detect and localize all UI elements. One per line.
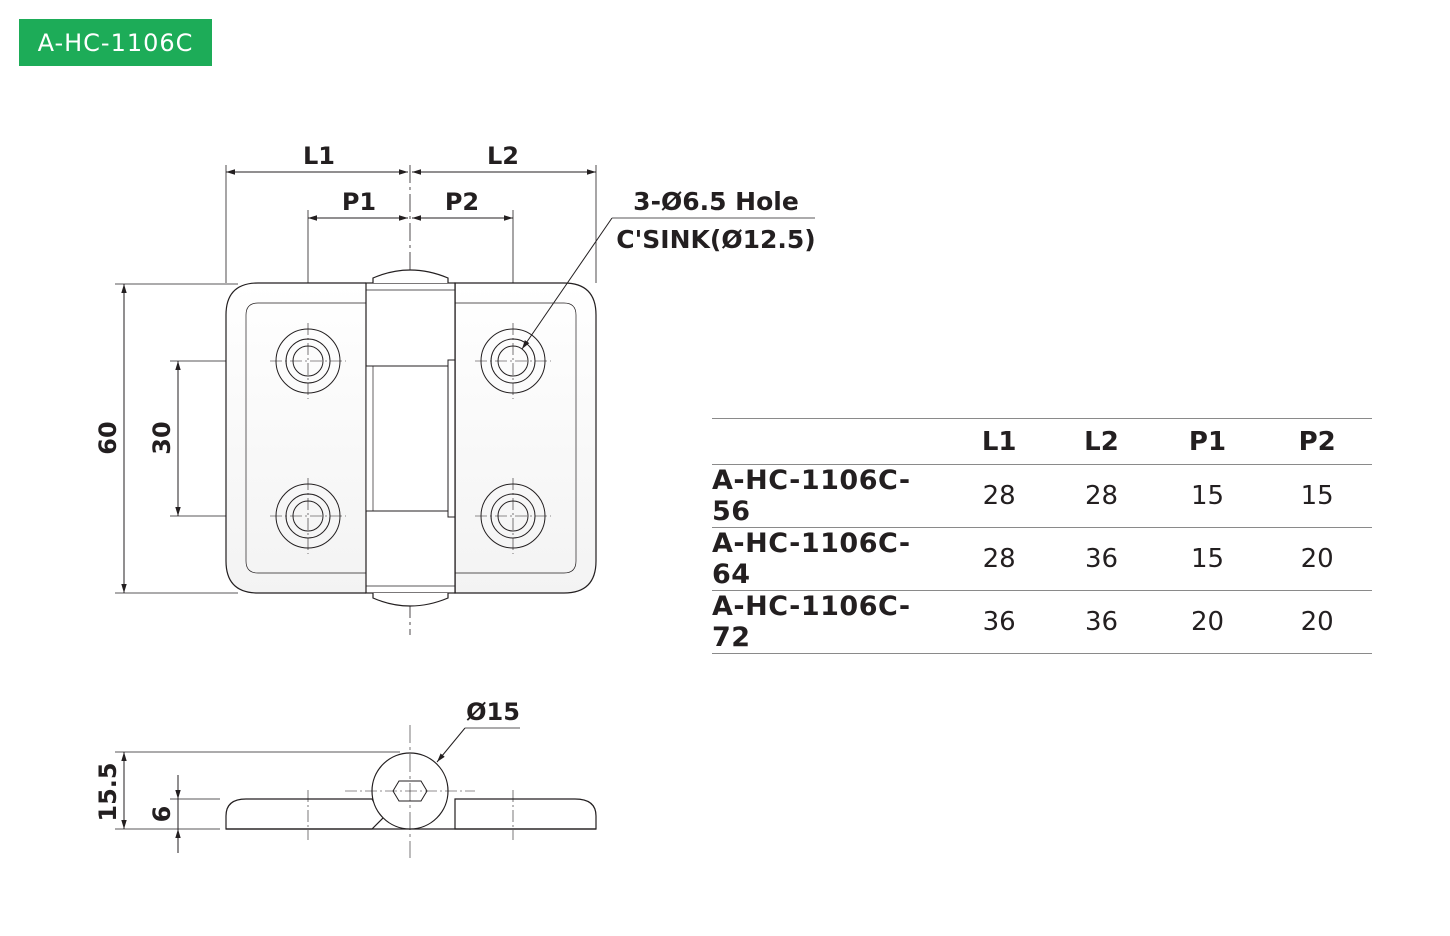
- table-cell-model: A-HC-1106C-56: [712, 464, 948, 528]
- table-cell-model: A-HC-1106C-72: [712, 590, 948, 654]
- table-cell-l2: 28: [1050, 464, 1153, 528]
- dim-leader-pin: [436, 727, 466, 763]
- callout-hole: 3-Ø6.5 Hole: [633, 187, 799, 216]
- hole-bottom-right: [475, 478, 551, 554]
- table-header-l1: L1: [948, 418, 1051, 465]
- label-side-height: 15.5: [94, 762, 122, 821]
- label-height: 60: [94, 421, 122, 454]
- table-cell-p2: 20: [1262, 590, 1372, 654]
- label-pin-diameter: Ø15: [466, 698, 520, 726]
- hole-top-left: [270, 323, 346, 399]
- table-row: A-HC-1106C-56 28 28 15 15: [712, 464, 1372, 528]
- label-hole-pitch: 30: [148, 421, 176, 454]
- table-header-blank: [712, 418, 948, 465]
- table-cell-model: A-HC-1106C-64: [712, 527, 948, 591]
- hole-top-right: [475, 323, 551, 399]
- table-cell-l1: 28: [948, 464, 1051, 528]
- table-cell-l2: 36: [1050, 590, 1153, 654]
- table-cell-p2: 20: [1262, 527, 1372, 591]
- side-right-leaf: [454, 798, 597, 830]
- table-header-p2: P2: [1262, 418, 1372, 465]
- table-cell-l1: 36: [948, 590, 1051, 654]
- pin-cap-top: [372, 269, 449, 283]
- table-cell-p1: 15: [1152, 464, 1263, 528]
- table-cell-p2: 15: [1262, 464, 1372, 528]
- right-leaf: [454, 282, 597, 594]
- table-header-l2: L2: [1050, 418, 1153, 465]
- pin-cap-bottom: [372, 593, 449, 607]
- table-cell-l1: 28: [948, 527, 1051, 591]
- right-leaf-inner: [455, 302, 577, 574]
- label-p2: P2: [445, 188, 479, 216]
- label-plate-thickness: 6: [148, 806, 176, 823]
- table-cell-l2: 36: [1050, 527, 1153, 591]
- model-badge: A-HC-1106C: [19, 19, 212, 66]
- label-l2: L2: [487, 142, 519, 170]
- table-row: A-HC-1106C-72 36 36 20 20: [712, 590, 1372, 654]
- hole-bottom-left: [270, 478, 346, 554]
- table-header-p1: P1: [1152, 418, 1263, 465]
- table-header-row: L1 L2 P1 P2: [712, 418, 1372, 465]
- label-l1: L1: [303, 142, 335, 170]
- side-left-leaf: [225, 798, 386, 830]
- left-leaf-inner: [245, 302, 366, 574]
- callout-leader: [521, 217, 613, 350]
- spec-table: L1 L2 P1 P2 A-HC-1106C-56 28 28 15 15 A-…: [712, 418, 1372, 654]
- table-cell-p1: 15: [1152, 527, 1263, 591]
- table-row: A-HC-1106C-64 28 36 15 20: [712, 527, 1372, 591]
- left-leaf: [225, 282, 366, 594]
- label-p1: P1: [342, 188, 376, 216]
- callout-countersink: C'SINK(Ø12.5): [616, 225, 815, 254]
- table-cell-p1: 20: [1152, 590, 1263, 654]
